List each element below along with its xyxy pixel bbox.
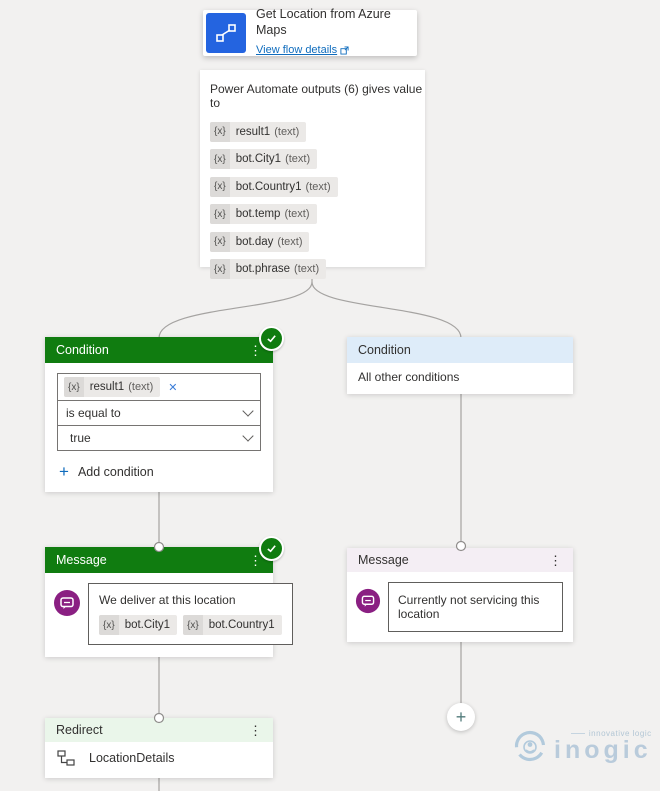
variable-chip[interactable]: {x} bot.City1 (text) <box>210 149 318 169</box>
message-icon <box>54 590 80 616</box>
variable-chip[interactable]: {x} bot.day (text) <box>210 231 310 252</box>
outputs-label: Power Automate outputs (6) gives value t… <box>210 82 423 110</box>
more-menu-icon[interactable]: ⋮ <box>249 552 262 568</box>
node-title: Message <box>56 553 107 567</box>
variable-chip[interactable]: {x} bot.temp (text) <box>210 204 317 224</box>
message-text-box[interactable]: Currently not servicing this location <box>388 582 563 632</box>
flow-outputs-card[interactable]: Power Automate outputs (6) gives value t… <box>200 70 425 279</box>
chevron-down-icon <box>242 430 254 442</box>
view-flow-details-link[interactable]: View flow details <box>256 44 349 58</box>
more-menu-icon[interactable]: ⋮ <box>249 722 262 738</box>
more-menu-icon[interactable]: ⋮ <box>549 552 562 568</box>
variable-icon: {x} <box>210 176 230 197</box>
selected-check-icon <box>259 536 284 561</box>
redirect-target: LocationDetails <box>89 751 175 765</box>
variable-chip[interactable]: {x} bot.City1 <box>99 615 178 635</box>
variable-chip[interactable]: {x} result1 (text) <box>64 377 161 397</box>
message-text: We deliver at this location <box>99 593 236 607</box>
value-select[interactable]: true <box>57 425 261 451</box>
more-menu-icon[interactable]: ⋮ <box>249 342 262 358</box>
watermark-tagline: innovative logic <box>554 729 652 738</box>
variable-icon: {x} <box>99 615 119 635</box>
external-link-icon <box>340 46 349 55</box>
variable-icon: {x} <box>210 204 230 224</box>
node-title: Redirect <box>56 723 103 737</box>
add-node-button[interactable]: + <box>447 703 475 731</box>
plus-icon: + <box>59 462 69 481</box>
power-automate-icon <box>206 13 246 53</box>
condition-summary: All other conditions <box>358 370 460 384</box>
variable-icon: {x} <box>64 377 84 397</box>
condition-variable-input[interactable]: {x} result1 (text) ✕ <box>57 373 261 401</box>
message-text-box[interactable]: We deliver at this location {x} bot.City… <box>88 583 293 645</box>
variable-icon: {x} <box>183 615 203 635</box>
variable-icon: {x} <box>210 231 230 252</box>
variable-chip[interactable]: {x} bot.phrase (text) <box>210 259 327 279</box>
flow-title: Get Location from Azure Maps <box>256 7 391 37</box>
plus-icon: + <box>455 707 467 727</box>
variable-icon: {x} <box>210 259 230 279</box>
inogic-watermark: innovative logic inogic <box>512 728 652 764</box>
redirect-node[interactable]: Redirect ⋮ LocationDetails <box>45 718 273 778</box>
node-title: Message <box>358 553 409 567</box>
condition-node-right[interactable]: Condition All other conditions <box>347 337 573 394</box>
message-icon <box>355 588 381 614</box>
add-condition-button[interactable]: + Add condition <box>59 462 154 481</box>
variable-chip[interactable]: {x} bot.Country1 <box>183 615 282 635</box>
operator-select[interactable]: is equal to <box>57 400 261 426</box>
variable-chip[interactable]: {x} result1 (text) <box>210 121 307 142</box>
condition-node-left[interactable]: Condition ⋮ {x} result1 (text) ✕ is equa… <box>45 326 284 492</box>
chevron-down-icon <box>242 405 254 417</box>
node-title: Condition <box>358 343 411 357</box>
message-node-right[interactable]: Message ⋮ Currently not servicing this l… <box>347 548 573 642</box>
variable-icon: {x} <box>210 149 230 169</box>
variable-chip[interactable]: {x} bot.Country1 (text) <box>210 176 338 197</box>
redirect-target-row[interactable]: LocationDetails <box>45 742 273 778</box>
watermark-brand: inogic <box>554 736 652 764</box>
message-text: Currently not servicing this location <box>398 593 540 621</box>
node-title: Condition <box>56 343 109 357</box>
flow-action-card[interactable]: Get Location from Azure Maps View flow d… <box>203 7 417 58</box>
selected-check-icon <box>259 326 284 351</box>
message-node-left[interactable]: Message ⋮ We deliver at this location {x… <box>45 536 293 657</box>
variable-icon: {x} <box>210 121 230 142</box>
remove-chip-icon[interactable]: ✕ <box>168 381 178 394</box>
redirect-topic-icon <box>57 750 75 766</box>
inogic-logo-icon <box>514 730 546 762</box>
